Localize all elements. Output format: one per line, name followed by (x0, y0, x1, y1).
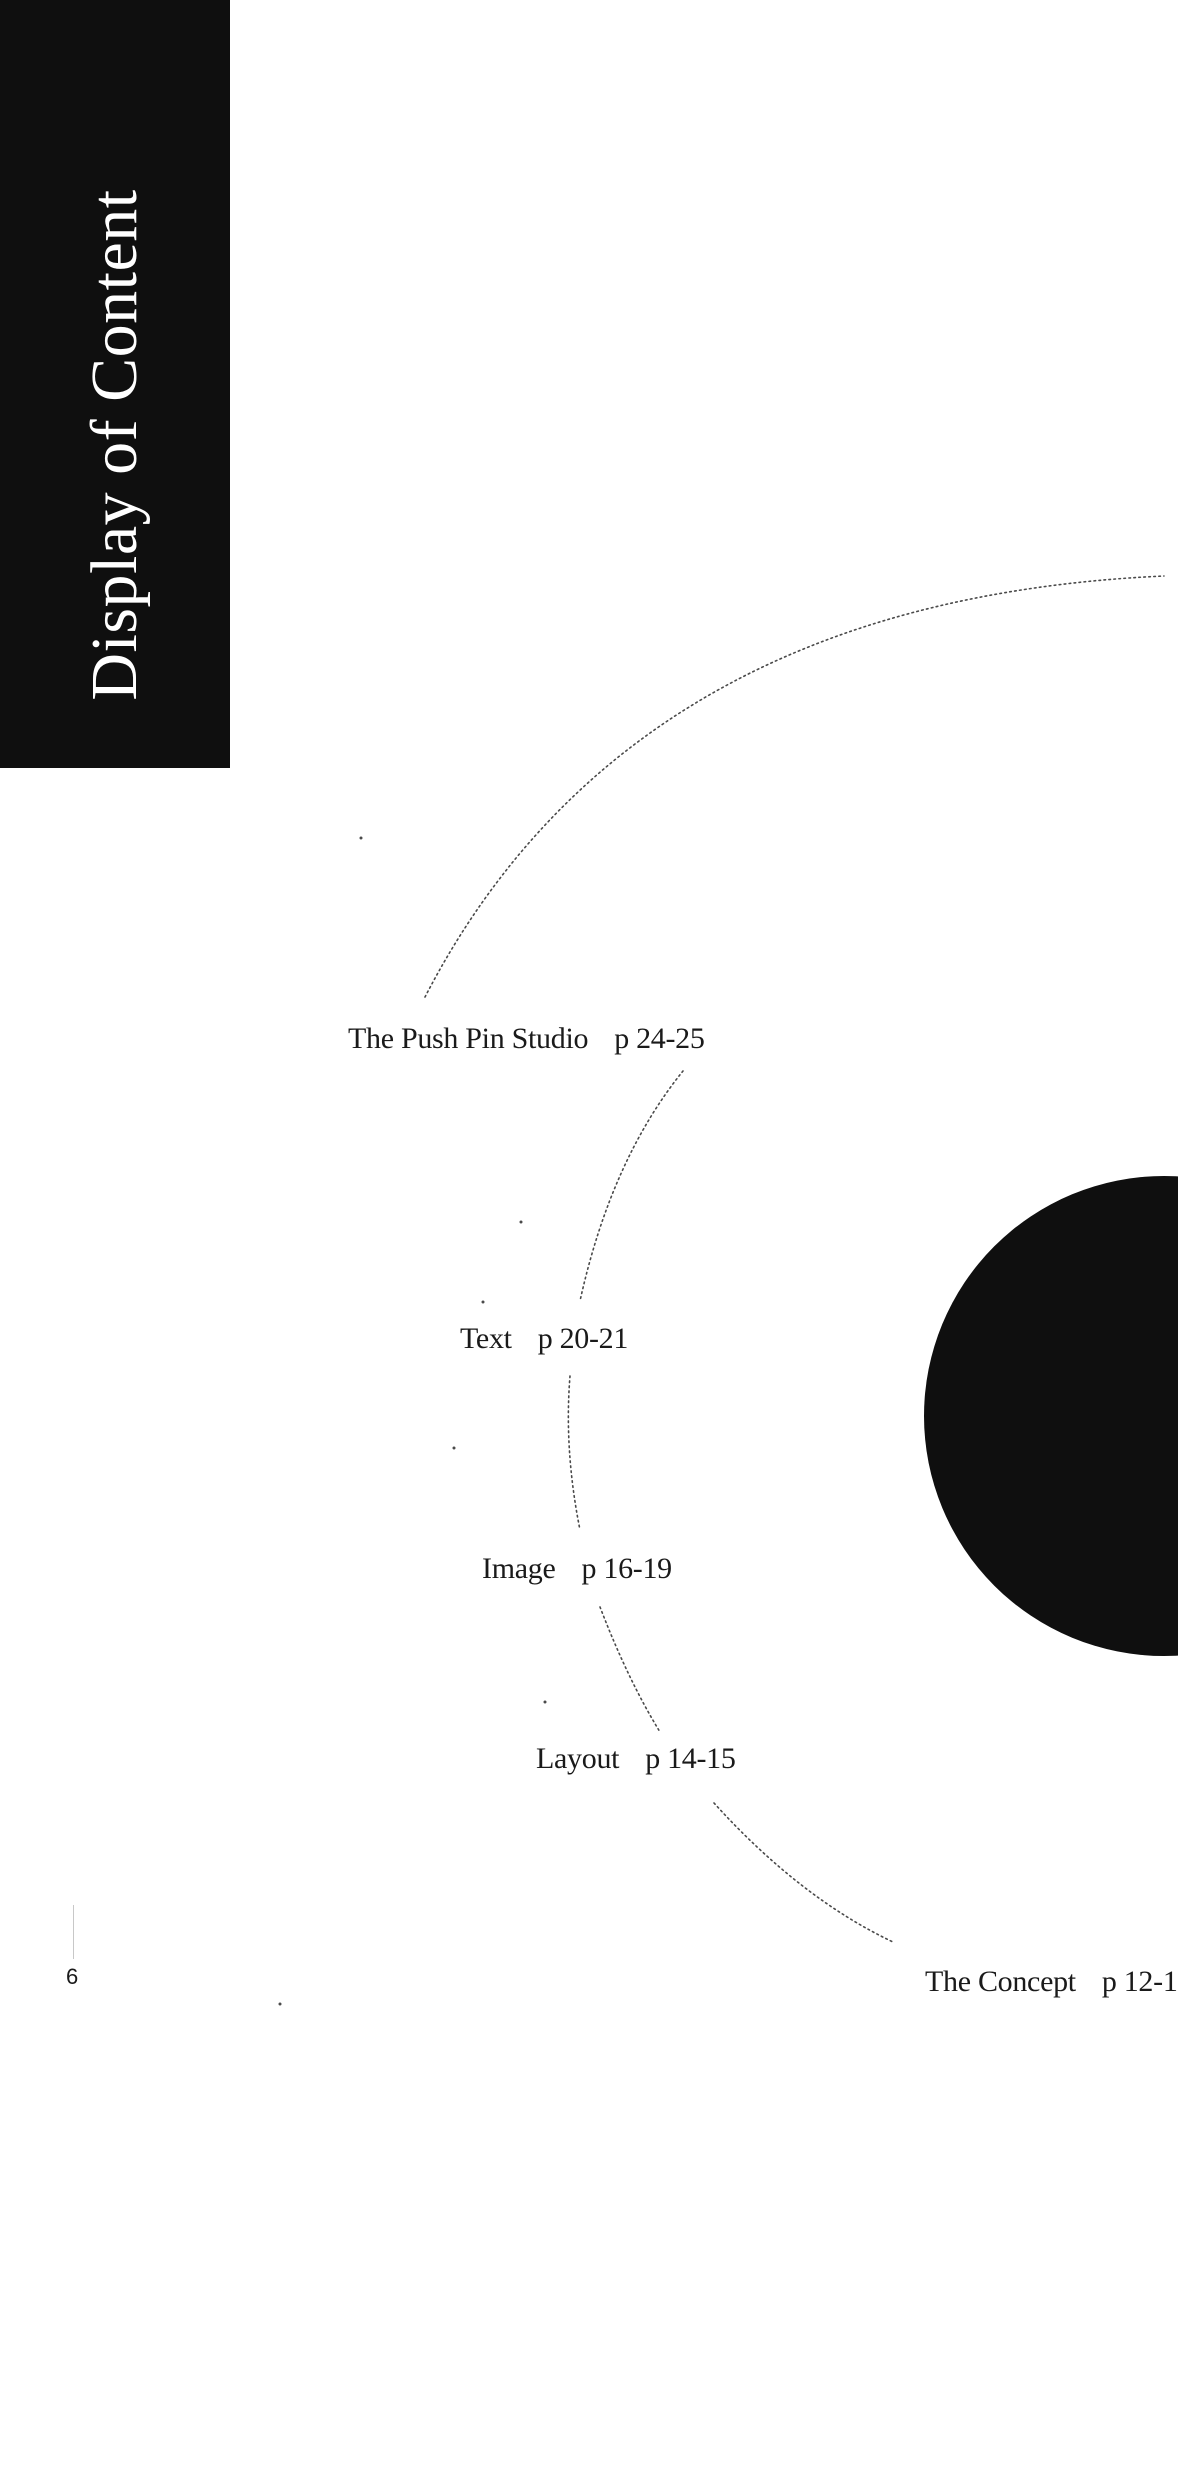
dot-mark (359, 836, 363, 840)
toc-item-the-concept[interactable]: The Concept p 12-1 (925, 1967, 1178, 1997)
toc-item-label: The Push Pin Studio (348, 1022, 589, 1055)
dot-mark (543, 1700, 547, 1704)
dotted-arc-connector-2 (567, 1375, 581, 1531)
dotted-arc-connector-1 (579, 1070, 684, 1302)
toc-item-text[interactable]: Text p 20-21 (460, 1324, 628, 1354)
dot-mark (481, 1300, 485, 1304)
toc-item-label: Layout (536, 1742, 620, 1775)
toc-item-label: The Concept (925, 1965, 1076, 1998)
dot-mark (278, 2002, 282, 2006)
dotted-arc-connector-3 (599, 1606, 661, 1733)
toc-item-pages: p 12-1 (1101, 1965, 1178, 1998)
dotted-arc-outer (424, 575, 1165, 998)
black-circle (924, 1176, 1178, 1656)
toc-item-label: Image (482, 1552, 556, 1585)
toc-item-pages: p 16-19 (581, 1552, 672, 1585)
toc-item-layout[interactable]: Layout p 14-15 (536, 1744, 736, 1774)
toc-item-push-pin-studio[interactable]: The Push Pin Studio p 24-25 (348, 1024, 705, 1054)
toc-item-pages: p 14-15 (645, 1742, 736, 1775)
page-number-rule (73, 1905, 74, 1959)
toc-item-pages: p 20-21 (537, 1322, 629, 1355)
title-band: Display of Content (0, 0, 230, 768)
toc-item-label: Text (460, 1322, 512, 1355)
toc-item-pages: p 24-25 (614, 1022, 705, 1055)
dot-mark (452, 1446, 456, 1450)
dotted-arc-connector-4 (713, 1802, 894, 1943)
toc-item-image[interactable]: Image p 16-19 (482, 1554, 672, 1584)
page-number: 6 (66, 1964, 79, 1989)
dot-mark (519, 1220, 523, 1224)
